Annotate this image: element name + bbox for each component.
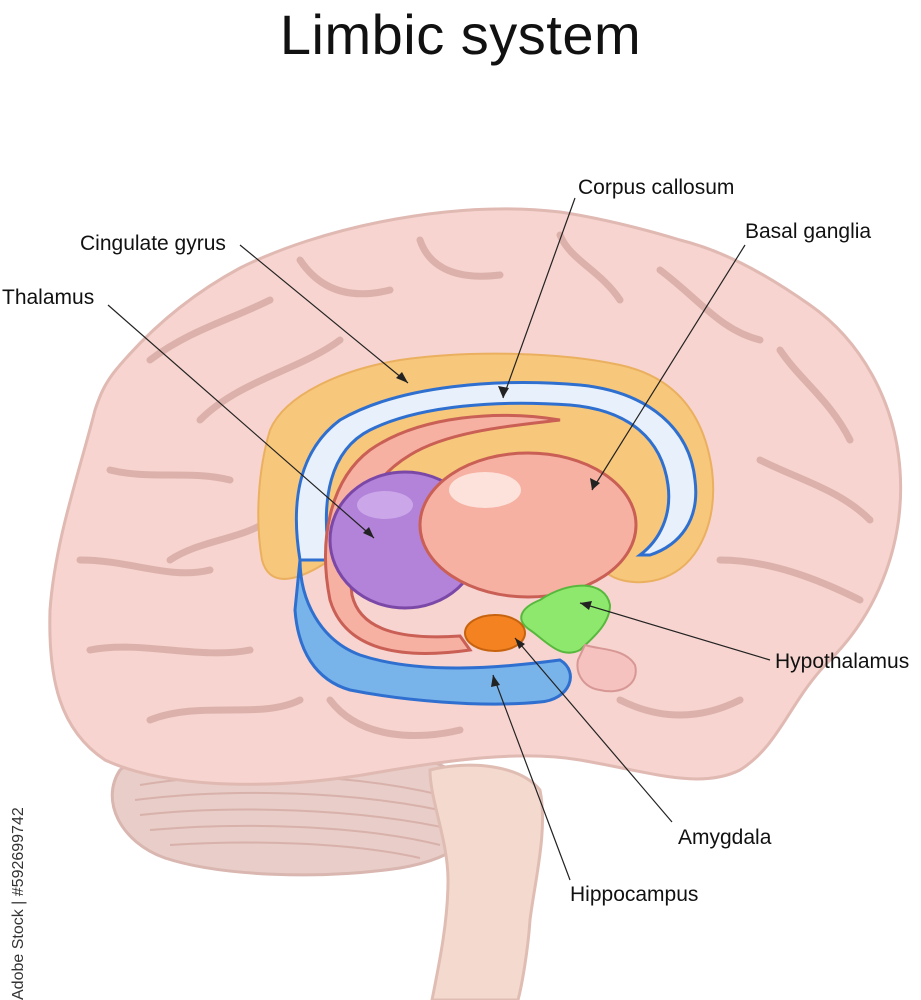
label-corpus-callosum: Corpus callosum xyxy=(578,176,735,199)
label-cingulate-gyrus: Cingulate gyrus xyxy=(80,232,226,255)
diagram-title: Limbic system xyxy=(279,3,642,66)
leader-corpus-callosum xyxy=(502,197,576,399)
leader-amygdala xyxy=(514,637,673,823)
leader-hypothalamus xyxy=(579,602,771,661)
leader-arrowheads xyxy=(363,372,600,687)
watermark-text: Adobe Stock | #592699742 xyxy=(10,807,27,1000)
brainstem xyxy=(428,763,545,1000)
leader-cingulate-gyrus xyxy=(239,244,409,384)
label-hypothalamus: Hypothalamus xyxy=(775,650,910,673)
label-amygdala: Amygdala xyxy=(678,826,772,849)
label-hippocampus: Hippocampus xyxy=(570,883,699,906)
amygdala xyxy=(464,614,526,652)
label-basal-ganglia: Basal ganglia xyxy=(745,220,872,243)
leader-hippocampus xyxy=(492,674,571,881)
thalamus-highlight xyxy=(357,491,413,519)
fornix-band xyxy=(293,559,572,706)
leader-lines xyxy=(107,197,771,881)
label-thalamus: Thalamus xyxy=(2,286,95,309)
basal-ganglia xyxy=(418,451,638,599)
corpus-callosum xyxy=(294,381,698,562)
stock-watermark: Adobe Stock | #592699742 xyxy=(6,760,34,1000)
leader-basal-ganglia xyxy=(591,244,746,491)
cortical-sulci xyxy=(76,231,874,740)
pituitary xyxy=(576,643,637,693)
leader-thalamus xyxy=(107,304,375,539)
basal-ganglia-highlight xyxy=(449,472,521,508)
